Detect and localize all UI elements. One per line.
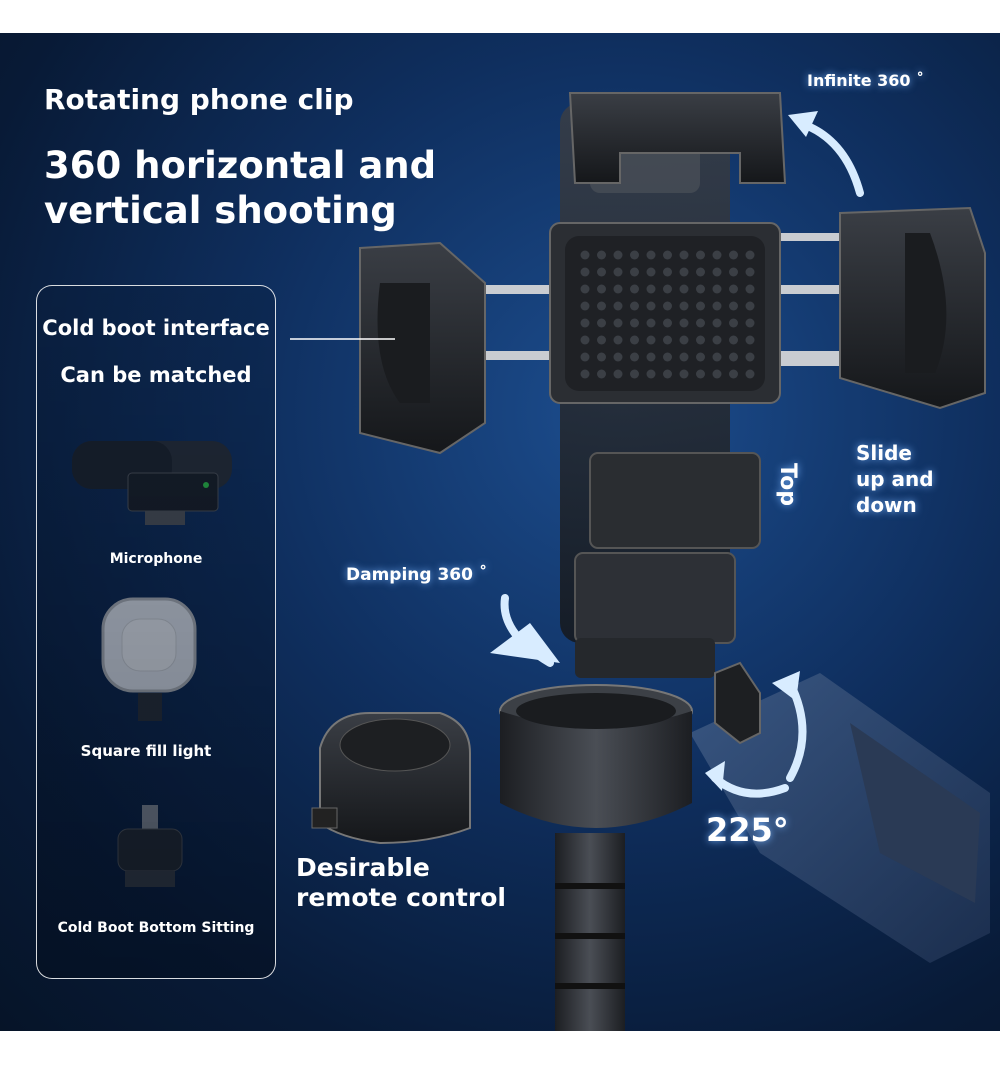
accessory-label-fill-light: Square fill light: [80, 742, 212, 760]
callout-angle: 225°: [706, 811, 789, 849]
panel-title: Cold boot interface: [42, 316, 270, 340]
telescoping-pole: [555, 833, 625, 1031]
tripod-leg: [690, 673, 990, 963]
clamp-pad: [549, 222, 781, 404]
panel-subtitle: Can be matched: [60, 363, 252, 387]
top-jaw: [568, 92, 787, 184]
arrowheads: [490, 111, 818, 791]
accessory-label-cold-boot: Cold Boot Bottom Sitting: [57, 920, 255, 936]
remote-control: [311, 712, 471, 845]
headline-title: Rotating phone clip: [44, 83, 354, 116]
callout-slide-line1: Slide: [856, 441, 912, 465]
callout-slide-line2: up and: [856, 467, 934, 491]
headline-line1: 360 horizontal and: [44, 144, 437, 187]
product-image: Rotating phone clip 360 horizontal and v…: [0, 33, 1000, 1031]
hinge: [574, 552, 761, 745]
left-jaw: [359, 241, 486, 455]
accessory-label-microphone: Microphone: [109, 551, 203, 567]
headline-line2: vertical shooting: [44, 189, 397, 232]
callout-slide: Slide up and down: [856, 440, 934, 518]
callout-slide-line3: down: [856, 493, 917, 517]
rotating-cup: [499, 684, 693, 828]
callout-remote-line1: Desirable: [296, 853, 430, 882]
callout-remote-line2: remote control: [296, 883, 506, 912]
callout-damping-360: Damping 360 ˚: [346, 565, 488, 585]
callout-infinite-360: Infinite 360 ˚: [807, 71, 925, 90]
callout-top: Top: [775, 463, 800, 506]
callout-remote: Desirable remote control: [296, 853, 506, 913]
accessories-panel: Cold boot interface Can be matched Micro…: [36, 285, 276, 979]
right-jaw: [839, 206, 986, 410]
